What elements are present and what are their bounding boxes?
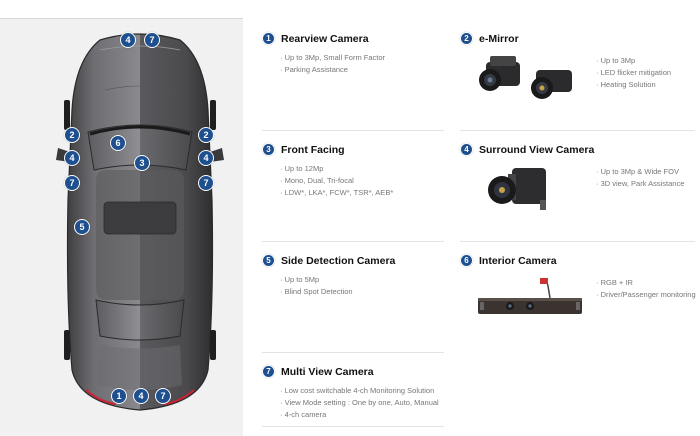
section-divider [262, 130, 444, 131]
car-badge-left-5: 5 [74, 219, 90, 235]
feature-item: Up to 3Mp [596, 55, 696, 67]
car-badge-right-7: 7 [198, 175, 214, 191]
section-surround-view-camera: 4 Surround View Camera Up to 3Mp & Wide F… [460, 143, 695, 188]
feature-item: Driver/Passenger monitoring [596, 289, 698, 301]
car-badge-right-2: 2 [198, 127, 214, 143]
section-number-badge: 5 [262, 254, 275, 267]
feature-item: Up to 3Mp & Wide FOV [596, 166, 696, 178]
section-number-badge: 7 [262, 365, 275, 378]
section-title: Surround View Camera [479, 143, 595, 156]
section-number-badge: 3 [262, 143, 275, 156]
section-title: Rearview Camera [281, 32, 369, 45]
car-badge-rear-4: 4 [133, 388, 149, 404]
section-divider [460, 241, 695, 242]
car-rear-window [95, 299, 185, 341]
car-badge-front-7: 7 [144, 32, 160, 48]
car-sunroof [103, 201, 177, 235]
section-title: Side Detection Camera [281, 254, 396, 267]
feature-item: RGB + IR [596, 277, 698, 289]
feature-item: 4-ch camera [280, 409, 482, 421]
section-multi-view-camera: 7 Multi View Camera Low cost switchable 4… [262, 365, 482, 421]
e-mirror-camera-image [479, 56, 572, 99]
car-badge-front-4: 4 [120, 32, 136, 48]
section-title: e-Mirror [479, 32, 519, 45]
feature-item: LED flicker mitigation [596, 67, 696, 79]
section-number-badge: 6 [460, 254, 473, 267]
car-badge-right-4: 4 [198, 150, 214, 166]
car-badge-front-facing-3: 3 [134, 155, 150, 171]
feature-item: Parking Assistance [280, 64, 442, 76]
car-badge-left-7: 7 [64, 175, 80, 191]
section-divider [262, 352, 444, 353]
section-number-badge: 1 [262, 32, 275, 45]
feature-item: Heating Solution [596, 79, 696, 91]
interior-camera-image [478, 278, 582, 314]
section-title: Multi View Camera [281, 365, 374, 378]
section-title: Interior Camera [479, 254, 557, 267]
feature-item: Up to 12Mp [280, 163, 442, 175]
feature-item: View Mode setting : One by one, Auto, Ma… [280, 397, 482, 409]
section-divider [262, 241, 444, 242]
section-number-badge: 2 [460, 32, 473, 45]
section-rearview-camera: 1 Rearview Camera Up to 3Mp, Small Form F… [262, 32, 442, 76]
car-badge-left-4: 4 [64, 150, 80, 166]
feature-item: Blind Spot Detection [280, 286, 442, 298]
panel-top-border [0, 18, 243, 19]
feature-item: Up to 5Mp [280, 274, 442, 286]
section-divider [262, 426, 444, 427]
car-badge-left-2: 2 [64, 127, 80, 143]
feature-item: Mono, Dual, Tri-focal [280, 175, 442, 187]
car-top-view-illustration [56, 33, 224, 411]
section-interior-camera: 6 Interior Camera RGB + IR Driver/Passeng… [460, 254, 696, 299]
car-badge-rear-1: 1 [111, 388, 127, 404]
section-front-facing: 3 Front Facing Up to 12Mp Mono, Dual, Tri… [262, 143, 442, 199]
car-badge-rear-7: 7 [155, 388, 171, 404]
feature-item: Up to 3Mp, Small Form Factor [280, 52, 442, 64]
section-divider [460, 130, 695, 131]
section-side-detection-camera: 5 Side Detection Camera Up to 5Mp Blind S… [262, 254, 442, 298]
feature-item: Low cost switchable 4-ch Monitoring Solu… [280, 385, 482, 397]
feature-item: LDW*, LKA*, FCW*, TSR*, AEB* [280, 187, 442, 199]
feature-item: 3D view, Park Assistance [596, 178, 696, 190]
surround-view-camera-image [488, 168, 546, 210]
section-title: Front Facing [281, 143, 345, 156]
section-number-badge: 4 [460, 143, 473, 156]
section-e-mirror: 2 e-Mirror Up to 3Mp LED flicker mitigati… [460, 32, 695, 89]
car-badge-interior-6: 6 [110, 135, 126, 151]
